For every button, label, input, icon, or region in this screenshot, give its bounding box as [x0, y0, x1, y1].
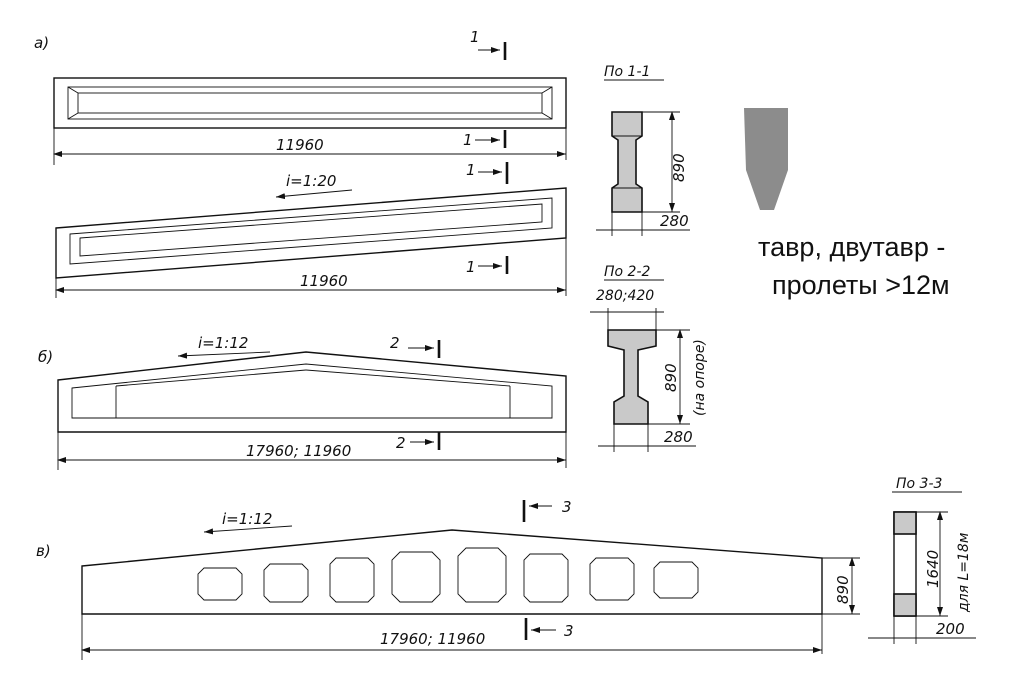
slope-b: i=1:12	[198, 334, 248, 352]
section-mark-1b: 1	[463, 131, 473, 149]
sec22-top-width: 280;420	[596, 288, 654, 304]
beam-b: б) i=1:12 2 2 17960; 11960	[38, 334, 567, 470]
dim-a1-length: 11960	[276, 136, 324, 154]
slope-v: i=1:12	[222, 510, 272, 528]
sec33-width: 200	[936, 620, 965, 638]
dim-b-length: 17960; 11960	[246, 442, 351, 460]
section-mark-1d: 1	[466, 258, 476, 276]
beam-a2: i=1:20 11960 1 1	[55, 161, 567, 298]
section-title-2-2: По 2-2	[604, 264, 651, 280]
section-mark-2b: 2	[396, 434, 406, 452]
section-mark-2a: 2	[390, 334, 400, 352]
caption-line2: пролеты >12м	[772, 270, 950, 300]
section-3-3: По 3-3 1640 для L=18м 200	[868, 476, 976, 644]
section-title-1-1: По 1-1	[604, 64, 650, 80]
v-end-height: 890	[834, 575, 852, 604]
sec22-height: 890	[662, 363, 680, 392]
section-mark-1c: 1	[466, 161, 476, 179]
sec33-height-note: для L=18м	[956, 532, 972, 613]
sec11-width: 280	[660, 212, 689, 230]
section-title-3-3: По 3-3	[896, 476, 942, 492]
section-mark-1a: 1	[470, 28, 480, 46]
sec22-height-note: (на опоре)	[692, 339, 708, 416]
sec11-height: 890	[670, 153, 688, 182]
caption-line1: тавр, двутавр -	[758, 232, 945, 262]
label-b: б)	[38, 348, 53, 366]
section-mark-3a: 3	[562, 498, 572, 516]
sec33-height: 1640	[924, 550, 942, 588]
section-mark-3b: 3	[564, 622, 574, 640]
label-a: а)	[34, 34, 49, 52]
beam-a1: а) 11960 1 1	[34, 28, 567, 165]
slope-a: i=1:20	[286, 172, 336, 190]
label-v: в)	[36, 542, 51, 560]
section-2-2: По 2-2 280;420 890 (на опоре) 280	[590, 264, 708, 452]
beam-openings	[197, 547, 699, 603]
dim-v-length: 17960; 11960	[380, 630, 485, 648]
sec22-width: 280	[664, 428, 693, 446]
beam-v: в) i=1:12 3 3 890 17960; 11960	[36, 498, 860, 660]
tee-shape-icon	[744, 108, 788, 210]
section-1-1: По 1-1 890 280	[596, 64, 690, 236]
dim-a2-length: 11960	[300, 272, 348, 290]
